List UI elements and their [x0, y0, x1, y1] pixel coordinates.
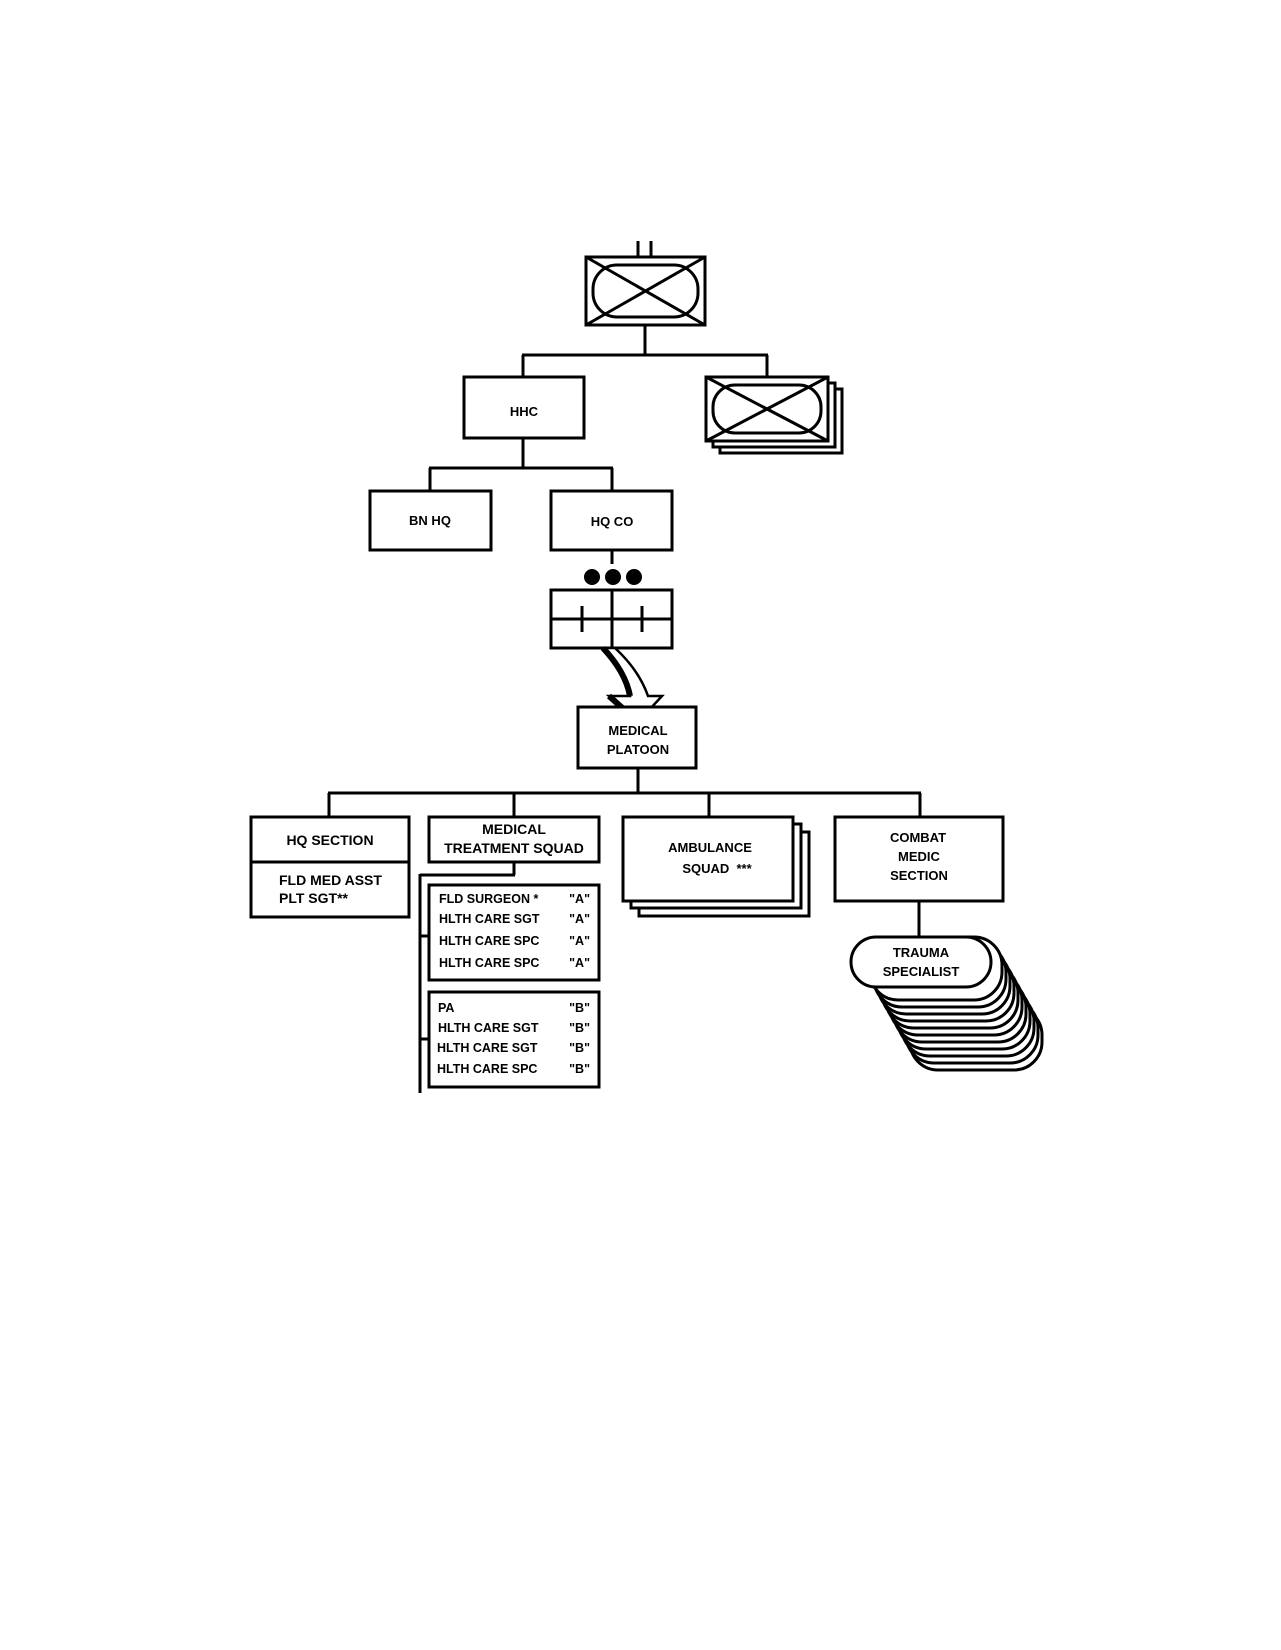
- team-a-role-4: HLTH CARE SPC: [439, 956, 539, 970]
- medical-platoon-symbol-icon: [549, 588, 674, 650]
- hq-co-box: HQ CO: [549, 489, 674, 552]
- ambulance-line-1: AMBULANCE: [668, 840, 752, 855]
- company-stack-icon: [704, 375, 844, 455]
- mts-line-2: TREATMENT SQUAD: [444, 840, 584, 856]
- team-a-tag-1: "A": [569, 892, 590, 906]
- team-b-role-4: HLTH CARE SPC: [437, 1062, 537, 1076]
- platoon-dots-icon: [584, 569, 642, 585]
- ambulance-squad-box: AMBULANCE SQUAD ***: [621, 815, 811, 918]
- team-b-tag-2: "B": [569, 1021, 590, 1035]
- hhc-box: HHC: [462, 375, 586, 440]
- hq-section-line-2: PLT SGT**: [279, 890, 349, 906]
- hq-section-title: HQ SECTION: [286, 832, 373, 848]
- cms-line-2: MEDIC: [898, 849, 941, 864]
- combat-medic-section-box: COMBAT MEDIC SECTION: [833, 815, 1005, 903]
- team-a-box: FLD SURGEON * "A" HLTH CARE SGT "A" HLTH…: [427, 883, 601, 982]
- team-b-role-3: HLTH CARE SGT: [437, 1041, 538, 1055]
- hhc-label: HHC: [510, 404, 539, 419]
- team-b-tag-4: "B": [569, 1062, 590, 1076]
- treatment-team-bracket: [418, 862, 516, 1093]
- team-a-role-1: FLD SURGEON *: [439, 892, 538, 906]
- medical-platoon-line-2: PLATOON: [607, 742, 669, 757]
- team-a-role-2: HLTH CARE SGT: [439, 912, 540, 926]
- trauma-specialist-stack: TRAUMA SPECIALIST: [849, 935, 1044, 1072]
- team-a-role-3: HLTH CARE SPC: [439, 934, 539, 948]
- medical-platoon-line-1: MEDICAL: [608, 723, 667, 738]
- battalion-symbol-icon: [584, 241, 707, 327]
- team-a-tag-2: "A": [569, 912, 590, 926]
- bn-hq-box: BN HQ: [368, 489, 493, 552]
- cms-line-1: COMBAT: [890, 830, 946, 845]
- medical-platoon-box: MEDICAL PLATOON: [576, 705, 698, 770]
- team-b-tag-1: "B": [569, 1001, 590, 1015]
- team-b-tag-3: "B": [569, 1041, 590, 1055]
- team-b-role-2: HLTH CARE SGT: [438, 1021, 539, 1035]
- trauma-line-1: TRAUMA: [893, 945, 950, 960]
- ambulance-line-2: SQUAD ***: [682, 861, 752, 876]
- hq-section-box: HQ SECTION FLD MED ASST PLT SGT**: [249, 815, 411, 919]
- connector-lines-sections: [327, 768, 922, 817]
- team-b-role-1: PA: [438, 1001, 454, 1015]
- cms-line-3: SECTION: [890, 868, 948, 883]
- connector-lines-top: [521, 325, 769, 377]
- team-a-tag-4: "A": [569, 956, 590, 970]
- medical-treatment-squad-box: MEDICAL TREATMENT SQUAD: [427, 815, 601, 864]
- bn-hq-label: BN HQ: [409, 513, 451, 528]
- team-b-box: PA "B" HLTH CARE SGT "B" HLTH CARE SGT "…: [427, 990, 601, 1089]
- connector-lines-hhc: [428, 438, 614, 491]
- hq-co-label: HQ CO: [591, 514, 634, 529]
- trauma-line-2: SPECIALIST: [883, 964, 960, 979]
- mts-line-1: MEDICAL: [482, 821, 546, 837]
- team-a-tag-3: "A": [569, 934, 590, 948]
- hq-section-line-1: FLD MED ASST: [279, 872, 382, 888]
